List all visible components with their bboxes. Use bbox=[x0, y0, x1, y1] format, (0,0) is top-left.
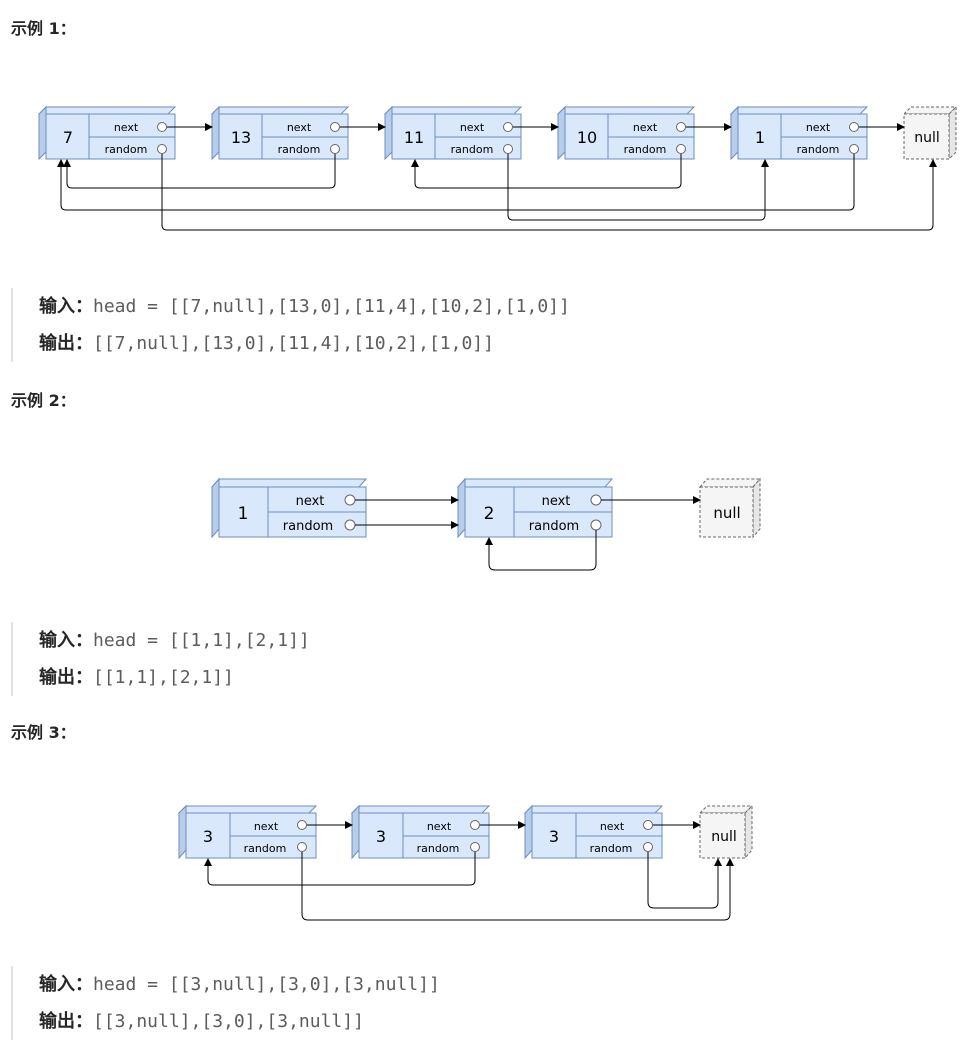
random-label: random bbox=[283, 519, 333, 534]
next-pointer-port bbox=[330, 122, 340, 132]
next-pointer-port bbox=[297, 820, 307, 830]
random-pointer-port bbox=[344, 519, 356, 531]
next-label: next bbox=[806, 121, 831, 134]
node-value: 2 bbox=[484, 504, 495, 524]
next-label: next bbox=[633, 121, 658, 134]
next-label: next bbox=[460, 121, 485, 134]
random-pointer-port bbox=[643, 842, 653, 852]
random-pointer-port bbox=[470, 842, 480, 852]
random-arrows bbox=[204, 852, 734, 921]
next-label: next bbox=[542, 494, 571, 509]
random-label: random bbox=[451, 143, 494, 156]
null-label: null bbox=[711, 829, 737, 845]
node-value: 1 bbox=[755, 128, 765, 147]
input-label: 输入： bbox=[39, 296, 93, 317]
output-line: 输出：[[1,1],[2,1]] bbox=[39, 659, 310, 696]
list-node: 13 next random bbox=[210, 105, 350, 161]
list-node: 10 next random bbox=[556, 105, 696, 161]
input-value: head = [[3,null],[3,0],[3,null]] bbox=[93, 974, 440, 995]
output-line: 输出：[[7,null],[13,0],[11,4],[10,2],[1,0]] bbox=[39, 325, 570, 362]
next-label: next bbox=[287, 121, 312, 134]
next-label: next bbox=[600, 820, 625, 833]
random-label: random bbox=[529, 519, 579, 534]
example-3-diagram: 3 next random 3 next random 3 next rando… bbox=[177, 804, 754, 921]
random-pointer-port bbox=[590, 519, 602, 531]
output-line: 输出：[[3,null],[3,0],[3,null]] bbox=[39, 1003, 440, 1040]
next-pointer-port bbox=[849, 122, 859, 132]
random-pointer-port bbox=[849, 144, 859, 154]
example-2-diagram: 1 next random 2 next random null bbox=[210, 477, 762, 571]
node-value: 1 bbox=[238, 504, 249, 524]
node-value: 10 bbox=[577, 128, 597, 147]
input-value: head = [[1,1],[2,1]] bbox=[93, 630, 310, 651]
random-pointer-port bbox=[297, 842, 307, 852]
random-label: random bbox=[278, 143, 321, 156]
null-label: null bbox=[914, 130, 940, 146]
output-value: [[1,1],[2,1]] bbox=[93, 667, 234, 688]
random-pointer-port bbox=[676, 144, 686, 154]
node-value: 3 bbox=[376, 827, 386, 846]
random-label: random bbox=[797, 143, 840, 156]
random-label: random bbox=[624, 143, 667, 156]
example-1-diagram: 7 next random 13 next random 11 next ran… bbox=[37, 105, 958, 231]
random-pointer-port bbox=[330, 144, 340, 154]
next-pointer-port bbox=[470, 820, 480, 830]
next-pointer-port bbox=[344, 494, 356, 506]
node-value: 7 bbox=[63, 128, 73, 147]
node-value: 3 bbox=[549, 827, 559, 846]
input-line: 输入：head = [[3,null],[3,0],[3,null]] bbox=[39, 966, 440, 1003]
random-pointer-port bbox=[503, 144, 513, 154]
random-label: random bbox=[105, 143, 148, 156]
null-label: null bbox=[713, 504, 740, 522]
next-label: next bbox=[296, 494, 325, 509]
null-node: null bbox=[698, 804, 754, 860]
next-label: next bbox=[114, 121, 139, 134]
example-2-title: 示例 2： bbox=[11, 391, 76, 410]
random-label: random bbox=[417, 842, 460, 855]
random-arrows bbox=[57, 154, 937, 231]
node-value: 3 bbox=[203, 827, 213, 846]
node-value: 11 bbox=[404, 128, 424, 147]
input-label: 输入： bbox=[39, 630, 93, 651]
random-label: random bbox=[590, 842, 633, 855]
list-node: 1 next random bbox=[210, 477, 368, 539]
random-pointer-port bbox=[157, 144, 167, 154]
example-2-io: 输入：head = [[1,1],[2,1]] 输出：[[1,1],[2,1]] bbox=[11, 622, 310, 696]
output-value: [[3,null],[3,0],[3,null]] bbox=[93, 1011, 364, 1032]
list-node: 7 next random bbox=[37, 105, 177, 161]
output-value: [[7,null],[13,0],[11,4],[10,2],[1,0]] bbox=[93, 333, 494, 354]
list-node: 3 next random bbox=[177, 804, 318, 860]
null-node: null bbox=[902, 105, 958, 161]
example-1-title: 示例 1： bbox=[11, 19, 76, 38]
next-pointer-port bbox=[157, 122, 167, 132]
example-1-io: 输入：head = [[7,null],[13,0],[11,4],[10,2]… bbox=[11, 288, 570, 362]
random-label: random bbox=[244, 842, 287, 855]
list-node: 3 next random bbox=[350, 804, 491, 860]
list-node: 1 next random bbox=[729, 105, 869, 161]
null-node: null bbox=[698, 477, 762, 539]
example-3-title: 示例 3： bbox=[11, 723, 76, 742]
list-node: 11 next random bbox=[383, 105, 523, 161]
input-line: 输入：head = [[1,1],[2,1]] bbox=[39, 622, 310, 659]
next-pointer-port bbox=[503, 122, 513, 132]
node-value: 13 bbox=[231, 128, 251, 147]
input-line: 输入：head = [[7,null],[13,0],[11,4],[10,2]… bbox=[39, 288, 570, 325]
input-value: head = [[7,null],[13,0],[11,4],[10,2],[1… bbox=[93, 296, 570, 317]
list-node: 2 next random bbox=[456, 477, 614, 539]
list-node: 3 next random bbox=[523, 804, 664, 860]
output-label: 输出： bbox=[39, 1011, 93, 1032]
next-pointer-port bbox=[643, 820, 653, 830]
input-label: 输入： bbox=[39, 974, 93, 995]
next-pointer-port bbox=[676, 122, 686, 132]
next-label: next bbox=[427, 820, 452, 833]
next-label: next bbox=[254, 820, 279, 833]
output-label: 输出： bbox=[39, 333, 93, 354]
output-label: 输出： bbox=[39, 667, 93, 688]
next-pointer-port bbox=[590, 494, 602, 506]
example-3-io: 输入：head = [[3,null],[3,0],[3,null]] 输出：[… bbox=[11, 966, 440, 1040]
random-arrows bbox=[355, 521, 597, 571]
